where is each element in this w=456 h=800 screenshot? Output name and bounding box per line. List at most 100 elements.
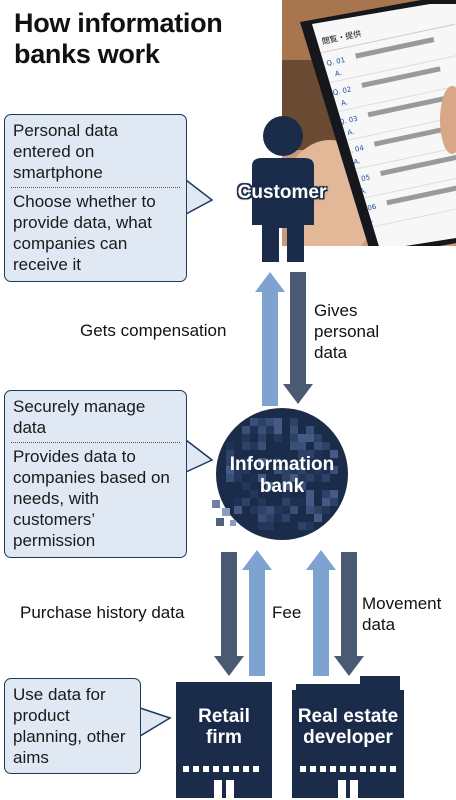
sphere-pixel: [226, 458, 234, 466]
phone-answer-label: A.: [340, 98, 348, 107]
sphere-pixel: [314, 434, 322, 442]
sphere-pixel: [234, 474, 242, 482]
sphere-pixel: [234, 506, 242, 514]
sphere-pixel: [250, 506, 258, 514]
label-movement-data: Movement data: [362, 594, 442, 634]
bank-callout-pointer: [185, 438, 214, 474]
phone-question-text: [355, 37, 435, 59]
companies-callout-text: Use data for product planning, other aim…: [13, 685, 126, 767]
information-bank-sphere: [212, 408, 348, 540]
sphere-pixel: [258, 522, 266, 530]
sphere-pixel: [298, 442, 306, 450]
sphere-pixel: [282, 514, 290, 522]
sphere-pixel: [330, 466, 338, 474]
phone-question-label: Q. 03: [338, 115, 358, 127]
phone-question-label: Q. 05: [351, 173, 371, 185]
sphere-pixel: [322, 490, 330, 498]
label-gives-personal-data: Gives personal data: [314, 301, 380, 362]
sphere-pixel: [322, 442, 330, 450]
information-bank-label: Information bank: [229, 454, 335, 497]
sphere-pixel: [306, 458, 314, 466]
sphere-pixel: [282, 466, 290, 474]
phone-row-divider: [345, 142, 456, 172]
arrow-fee: [242, 550, 272, 676]
phone-answer-label: A.: [334, 69, 342, 78]
customer-callout-pointer: [185, 178, 214, 216]
sphere-pixel: [298, 450, 306, 458]
sphere-pixel: [330, 450, 338, 458]
sphere-pixel: [258, 426, 266, 434]
sphere-pixel: [330, 498, 338, 506]
arrow-gets-compensation: [255, 272, 285, 406]
retail-firm-label: Retail firm: [198, 706, 250, 748]
callout-divider: [11, 187, 180, 188]
sphere-pixel: [322, 466, 330, 474]
customer-callout: Personal data entered on smartphone Choo…: [4, 114, 187, 282]
sphere-pixel: [290, 442, 298, 450]
phone-question-text: [373, 125, 454, 147]
sphere-pixel: [306, 450, 314, 458]
sphere-pixel: [290, 426, 298, 434]
sphere-pixel: [242, 434, 250, 442]
sphere-pixel: [298, 522, 306, 530]
sphere-pixel: [258, 442, 266, 450]
sphere-pixel: [306, 506, 314, 514]
sphere-pixel: [314, 514, 322, 522]
sphere-pixel: [322, 474, 330, 482]
sphere-pixel: [314, 474, 322, 482]
sphere-pixel: [290, 466, 298, 474]
page-title: How information banks work: [14, 8, 223, 69]
phone-row-divider: [332, 83, 456, 114]
sphere-pixel: [314, 506, 322, 514]
companies-callout: Use data for product planning, other aim…: [4, 678, 141, 774]
phone-answer-label: A.: [347, 128, 355, 137]
sphere-pixel: [234, 466, 242, 474]
sphere-pixel: [242, 458, 250, 466]
sphere-pixel: [298, 474, 306, 482]
sphere-pixel: [242, 442, 250, 450]
sphere-pixel: [298, 458, 306, 466]
sphere-pixel: [306, 474, 314, 482]
sphere-pixel: [298, 498, 306, 506]
sphere-pixel: [234, 498, 242, 506]
sphere-pixel: [330, 490, 338, 498]
sphere-pixel: [274, 426, 282, 434]
arrow-movement-data: [334, 552, 364, 676]
label-fee: Fee: [272, 603, 302, 622]
sphere-pixel: [226, 450, 234, 458]
bank-callout-top: Securely manage data: [13, 397, 146, 437]
sphere-pixel: [306, 434, 314, 442]
sphere-pixel: [258, 498, 266, 506]
sphere-pixel: [266, 418, 274, 426]
sphere-pixel: [274, 458, 282, 466]
sphere-pixel: [242, 482, 250, 490]
arrow-gives-personal-data: [283, 272, 313, 404]
phone-question-label: Q. 01: [326, 56, 346, 68]
sphere-pixel: [258, 474, 266, 482]
sphere-pixel: [282, 498, 290, 506]
customer-label: Customer: [237, 182, 327, 203]
customer-callout-top: Personal data entered on smartphone: [13, 121, 118, 182]
sphere-pixel: [266, 522, 274, 530]
sphere-pixel: [250, 442, 258, 450]
sphere-pixel: [322, 498, 330, 506]
sphere-pixel: [258, 506, 266, 514]
sphere-pixel: [290, 506, 298, 514]
sphere-pixel: [290, 418, 298, 426]
sphere-pixel: [258, 458, 266, 466]
bank-callout-bottom: Provides data to companies based on need…: [13, 447, 170, 550]
phone-question-text: [361, 66, 441, 88]
sphere-pixel: [242, 498, 250, 506]
sphere-pixel: [306, 522, 314, 530]
sphere-pixel: [266, 514, 274, 522]
customer-callout-bottom: Choose whether to provide data, what com…: [13, 192, 156, 274]
sphere-pixel: [322, 506, 330, 514]
sphere-pixel: [314, 466, 322, 474]
sphere-pixel: [226, 442, 234, 450]
sphere-pixel: [274, 514, 282, 522]
phone-row-divider: [351, 171, 456, 202]
sphere-pixel: [282, 474, 290, 482]
sphere-pixel: [290, 498, 298, 506]
sphere-pixel: [306, 426, 314, 434]
phone-question-text: [380, 154, 456, 176]
